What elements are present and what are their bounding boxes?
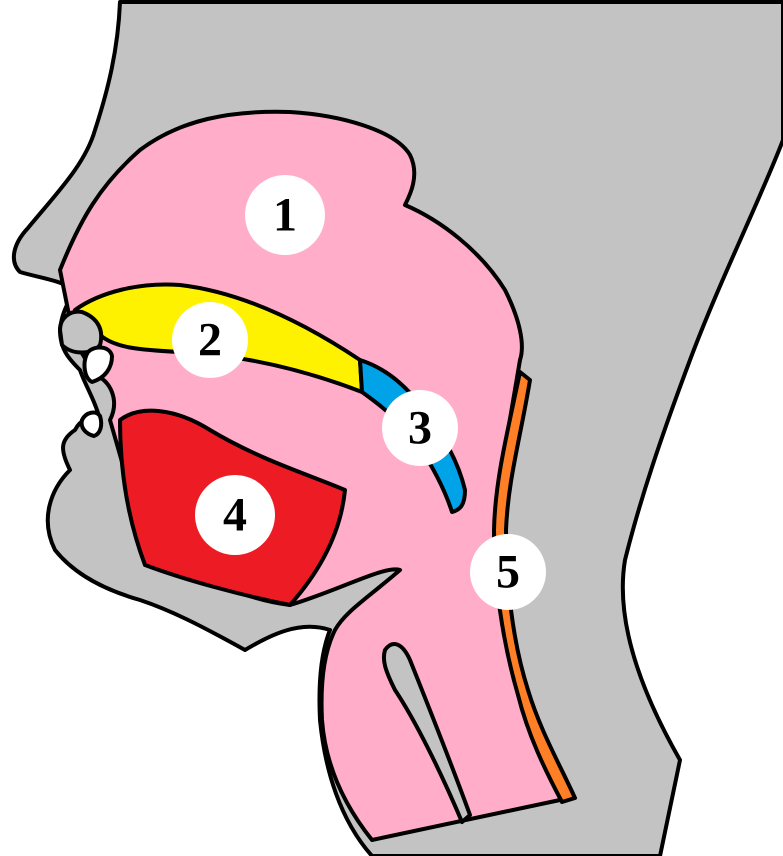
label-1: 1 [245,175,325,255]
label-2-text: 2 [198,314,222,367]
label-5: 5 [470,534,546,610]
label-4: 4 [195,475,275,555]
label-3: 3 [382,390,458,466]
label-5-text: 5 [496,546,520,599]
label-3-text: 3 [408,402,432,455]
lower-teeth [82,413,102,436]
label-2: 2 [172,302,248,378]
label-4-text: 4 [223,489,247,542]
label-1-text: 1 [273,189,297,242]
